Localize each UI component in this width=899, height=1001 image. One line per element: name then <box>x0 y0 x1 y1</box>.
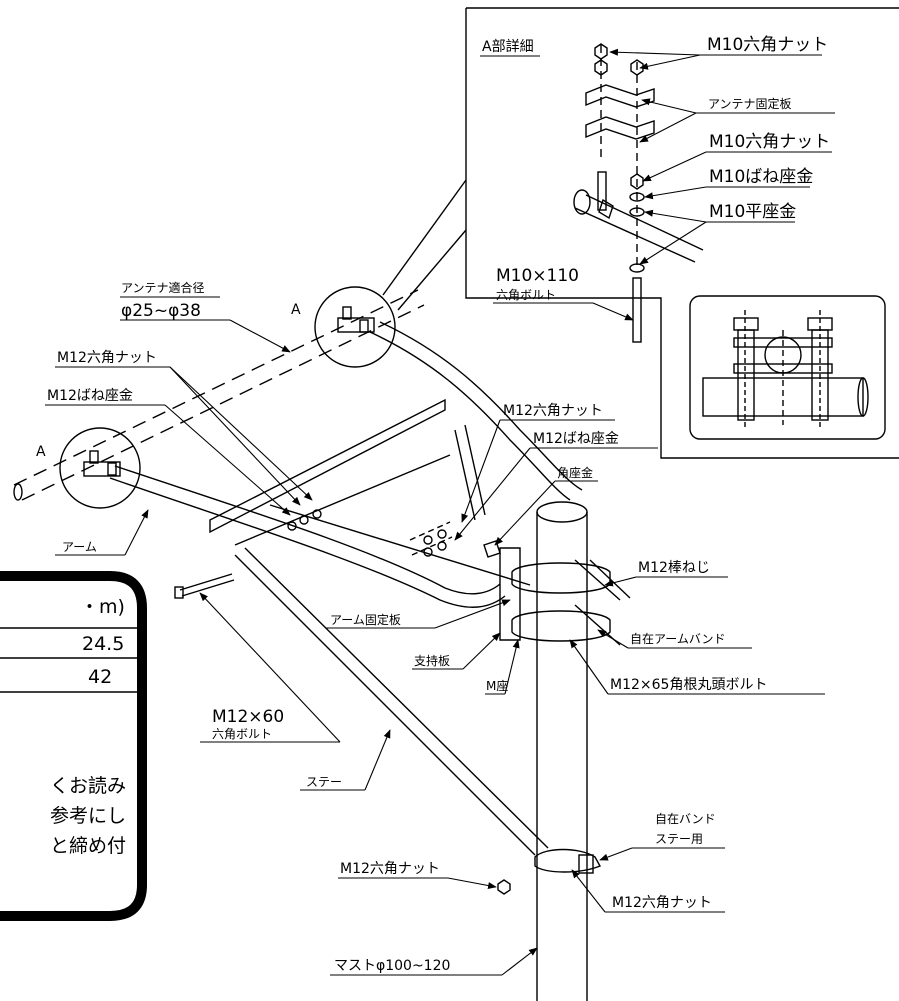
note-line-2: 参考にし <box>50 805 126 827</box>
label-mast: マストφ100~120 <box>334 958 450 974</box>
inset-box <box>689 295 886 440</box>
inset-clamp-drawing <box>702 310 869 430</box>
table-row-1: 24.5 <box>82 633 124 655</box>
note-line-1: くお読み <box>50 775 126 797</box>
callout-line <box>382 179 467 296</box>
label-bolt-m10x110: M10×110 <box>496 266 579 286</box>
square-washer <box>483 540 501 558</box>
detail-circle-a-upper <box>314 286 396 368</box>
label-m12-spring-left: M12ばね座金 <box>47 388 133 404</box>
arm-tube <box>109 321 583 608</box>
arm-band <box>511 559 631 646</box>
table-header-fragment: ・m) <box>80 596 125 618</box>
detail-title: A部詳細 <box>482 39 534 55</box>
label-stud-bolt: M12棒ねじ <box>638 560 710 576</box>
label-circle-a-lower: A <box>36 444 46 460</box>
label-free-band: 自在バンド <box>655 812 716 826</box>
label-circle-a-upper: A <box>291 302 301 318</box>
bolt-m12x60 <box>174 573 235 599</box>
stay-band <box>534 848 601 874</box>
stay-bar <box>234 547 549 856</box>
support-plate <box>499 547 521 641</box>
mast-pipe <box>536 501 588 1001</box>
frame-bolts <box>287 509 322 531</box>
label-m10-spring-washer: M10ばね座金 <box>709 167 813 187</box>
detail-circle-a-lower <box>59 427 141 509</box>
leader-lines <box>45 48 835 976</box>
detail-frame <box>465 7 899 459</box>
callout-line <box>397 229 467 311</box>
label-antenna-dia-value: φ25~φ38 <box>121 301 201 321</box>
spec-panel-border <box>0 571 147 921</box>
label-m12-nut-left: M12六角ナット <box>57 350 157 366</box>
label-m12-spring-right: M12ばね座金 <box>533 431 619 447</box>
clamp-upper <box>337 306 375 333</box>
antenna-element <box>13 289 425 501</box>
exploded-nuts-right <box>409 521 453 557</box>
label-bolt-type-m10: 六角ボルト <box>496 288 556 302</box>
detail-exploded-parts <box>573 43 704 343</box>
clamp-lower <box>83 450 121 477</box>
label-m12-nut-right: M12六角ナット <box>503 403 603 419</box>
label-m12-nut-bottom: M12六角ナット <box>340 861 440 877</box>
label-free-arm-band: 自在アームバンド <box>630 632 726 646</box>
label-m10-nut-mid: M10六角ナット <box>709 132 830 152</box>
label-m-washer: M座 <box>486 678 508 693</box>
label-arm: アーム <box>62 540 97 554</box>
label-m10-nut-top: M10六角ナット <box>707 35 828 55</box>
arm-frame <box>209 398 531 586</box>
label-bolt-m12x60-type: 六角ボルト <box>212 727 272 741</box>
table-row-2: 42 <box>88 666 112 688</box>
label-free-band-sub: ステー用 <box>655 832 703 846</box>
label-m12-nut-bottom-right: M12六角ナット <box>612 895 712 911</box>
label-support-plate: 支持板 <box>414 653 450 668</box>
label-stay: ステー <box>306 775 342 789</box>
label-m10-flat-washer: M10平座金 <box>709 202 796 222</box>
label-square-washer: 角座金 <box>557 465 593 480</box>
note-line-3: と締め付 <box>50 835 126 857</box>
label-antenna-fix-plate: アンテナ固定板 <box>708 96 792 111</box>
label-arm-fix-plate: アーム固定板 <box>330 612 401 627</box>
label-bolt-m12x60: M12×60 <box>212 707 284 727</box>
label-square-neck-bolt: M12×65角根丸頭ボルト <box>610 677 767 693</box>
label-antenna-dia-title: アンテナ適合径 <box>121 280 205 295</box>
m12-nut-bottom-shape <box>497 879 511 895</box>
